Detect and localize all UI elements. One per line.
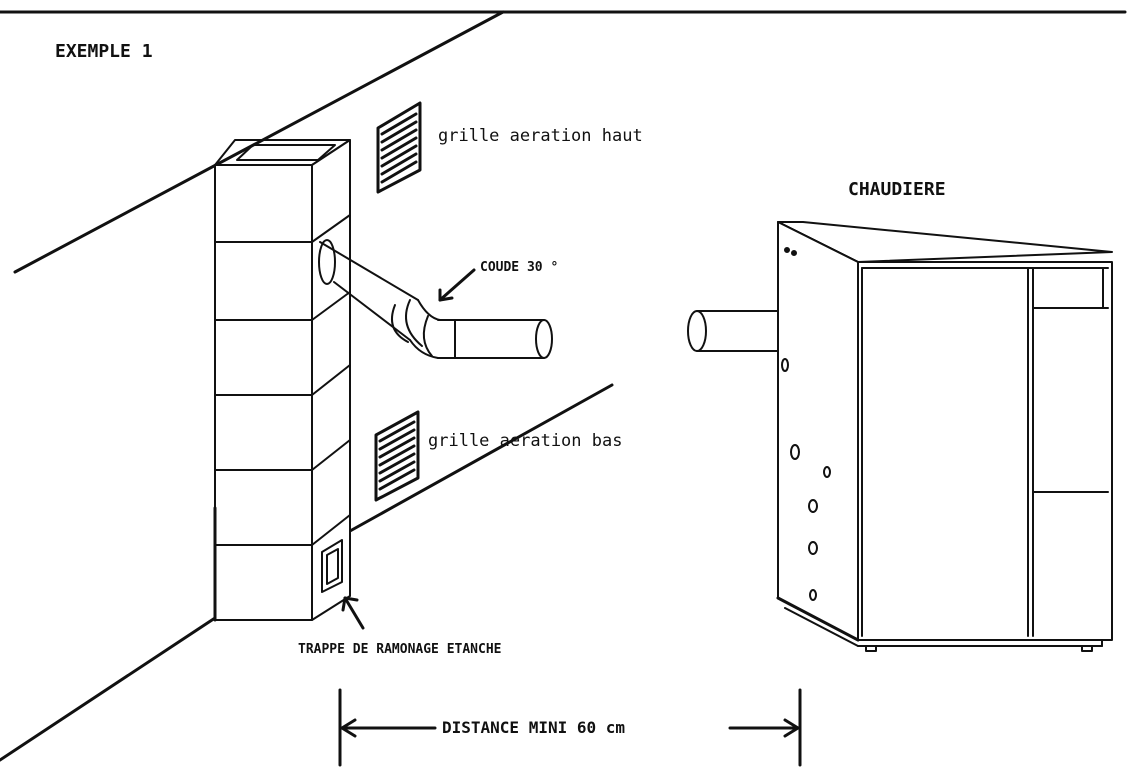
upper-vent-grille xyxy=(376,101,422,194)
distance-dimension xyxy=(338,688,802,767)
flue-pipe xyxy=(318,239,553,359)
chimney-stack xyxy=(213,139,351,622)
lower-grille-label: grille aeration bas xyxy=(428,431,623,451)
cleaning-hatch xyxy=(321,539,343,593)
distance-label: DISTANCE MINI 60 cm xyxy=(442,718,626,737)
elbow-label: COUDE 30 ° xyxy=(480,260,559,275)
lower-vent-grille xyxy=(374,410,420,502)
boiler-label: CHAUDIERE xyxy=(848,179,946,200)
diagram-title: EXEMPLE 1 xyxy=(55,41,153,62)
trappe-arrow xyxy=(341,596,365,630)
upper-grille-label: grille aeration haut xyxy=(438,126,643,146)
coude-arrow xyxy=(438,268,476,302)
hatch-label: TRAPPE DE RAMONAGE ETANCHE xyxy=(298,642,502,657)
boiler xyxy=(776,221,1113,652)
room-outline xyxy=(0,10,1127,762)
